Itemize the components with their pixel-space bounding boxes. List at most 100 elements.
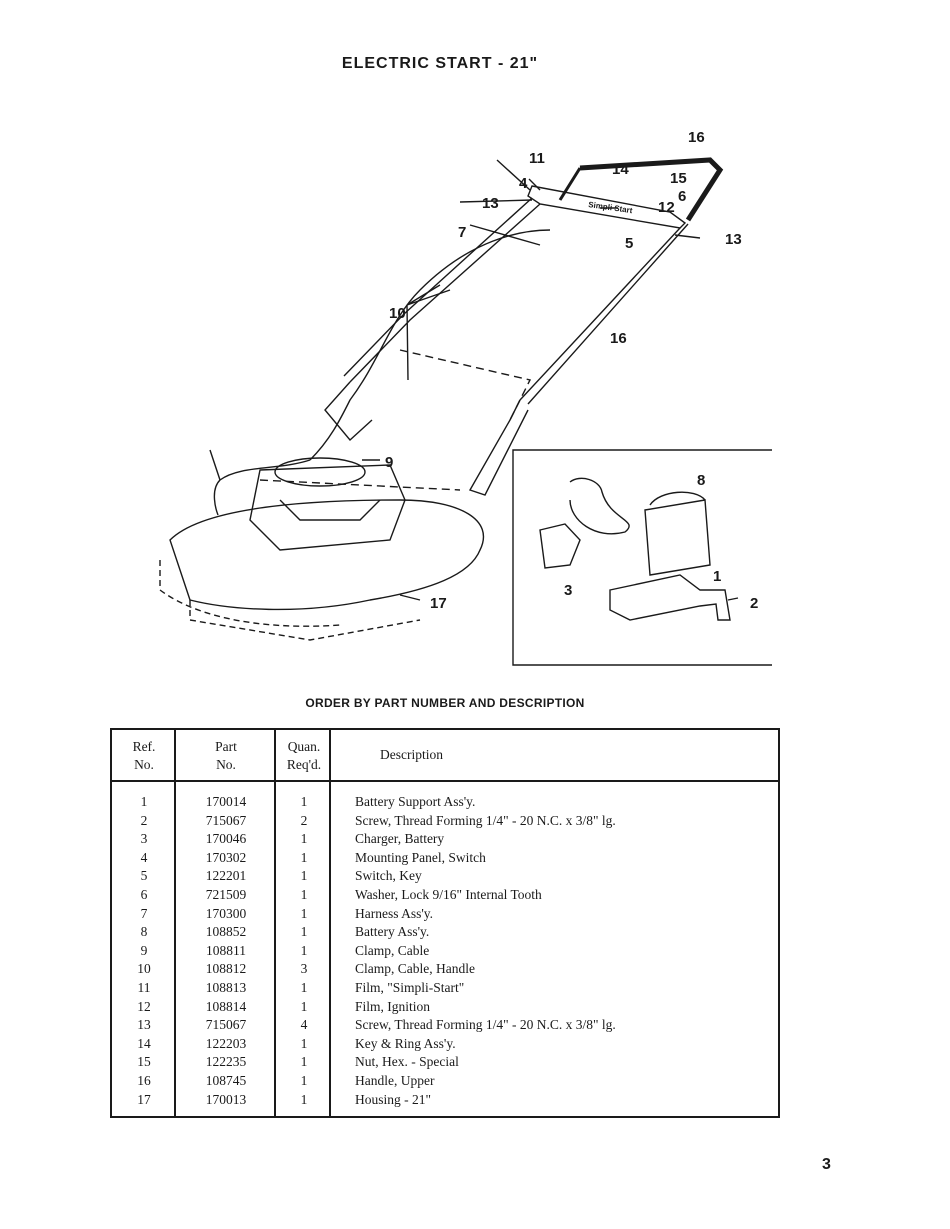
charger bbox=[539, 523, 581, 569]
description-cell: Clamp, Cable bbox=[355, 942, 430, 958]
col-qty-header: Quan. Req'd. bbox=[286, 739, 322, 772]
table-row: 4 170302 1 Mounting Panel, Switch bbox=[112, 850, 778, 869]
part-number-cell: 108745 bbox=[205, 1072, 247, 1088]
description-cell: Screw, Thread Forming 1/4" - 20 N.C. x 3… bbox=[355, 812, 616, 828]
callout-15: 15 bbox=[670, 170, 687, 187]
part-number-cell: 170013 bbox=[205, 1091, 247, 1107]
exploded-parts-diagram: Simpli Start 16 11 4 14 15 6 12 13 13 7 … bbox=[159, 129, 772, 666]
quantity-cell: 1 bbox=[300, 998, 308, 1014]
description-cell: Charger, Battery bbox=[355, 831, 445, 847]
quantity-cell: 1 bbox=[300, 849, 308, 865]
callout-11: 11 bbox=[529, 150, 545, 167]
mower-housing bbox=[169, 499, 485, 611]
description-cell: Nut, Hex. - Special bbox=[355, 1054, 459, 1070]
callout-16-lower: 16 bbox=[610, 330, 627, 347]
battery-support bbox=[609, 574, 731, 621]
quantity-cell: 4 bbox=[300, 1017, 308, 1033]
ref-cell: 13 bbox=[137, 1017, 151, 1033]
callout-13-right: 13 bbox=[725, 231, 742, 248]
description-cell: Film, Ignition bbox=[355, 998, 431, 1014]
callout-17: 17 bbox=[430, 595, 447, 612]
quantity-cell: 1 bbox=[300, 1054, 308, 1070]
part-number-cell: 170046 bbox=[205, 831, 247, 847]
callout-1: 1 bbox=[713, 568, 721, 585]
callout-14: 14 bbox=[612, 161, 629, 178]
quantity-cell: 3 bbox=[300, 961, 308, 977]
table-row: 1 170014 1 Battery Support Ass'y. bbox=[112, 794, 778, 813]
col-ref-header: Ref. No. bbox=[132, 739, 156, 772]
table-header: Ref. No. Part No. Quan. Req'd. Descripti… bbox=[112, 730, 778, 782]
col-desc-header: Description bbox=[380, 747, 443, 762]
table-row: 16 108745 1 Handle, Upper bbox=[112, 1073, 778, 1092]
quantity-cell: 1 bbox=[300, 831, 308, 847]
column-divider bbox=[274, 730, 276, 1116]
callout-6: 6 bbox=[678, 188, 686, 205]
callout-13-left: 13 bbox=[482, 195, 499, 212]
col-part-header: Part No. bbox=[215, 739, 237, 772]
description-cell: Harness Ass'y. bbox=[355, 905, 434, 921]
part-number-cell: 108852 bbox=[205, 924, 247, 940]
ref-cell: 1 bbox=[140, 794, 148, 809]
quantity-cell: 1 bbox=[300, 794, 308, 809]
ref-cell: 16 bbox=[137, 1072, 151, 1088]
parts-table: Ref. No. Part No. Quan. Req'd. Descripti… bbox=[110, 728, 780, 1118]
quantity-cell: 1 bbox=[300, 1035, 308, 1051]
table-row: 11 108813 1 Film, "Simpli-Start" bbox=[112, 980, 778, 999]
quantity-cell: 1 bbox=[300, 905, 308, 921]
ref-cell: 6 bbox=[140, 886, 148, 902]
quantity-cell: 1 bbox=[300, 1072, 308, 1088]
description-cell: Switch, Key bbox=[355, 868, 422, 884]
quantity-cell: 1 bbox=[300, 924, 308, 940]
callout-4: 4 bbox=[519, 175, 528, 192]
quantity-cell: 1 bbox=[300, 1091, 308, 1107]
part-number-cell: 108812 bbox=[205, 961, 247, 977]
ref-cell: 4 bbox=[140, 849, 148, 865]
table-row: 10 108812 3 Clamp, Cable, Handle bbox=[112, 961, 778, 980]
page-number: 3 bbox=[822, 1156, 831, 1173]
part-number-cell: 108813 bbox=[205, 979, 247, 995]
part-number-cell: 108811 bbox=[206, 942, 246, 958]
part-number-cell: 122203 bbox=[205, 1035, 247, 1051]
upper-handle bbox=[579, 157, 724, 222]
callout-3: 3 bbox=[564, 582, 572, 599]
table-heading: ORDER BY PART NUMBER AND DESCRIPTION bbox=[305, 696, 585, 710]
part-number-cell: 170014 bbox=[205, 794, 247, 809]
part-number-cell: 122201 bbox=[205, 868, 247, 884]
column-divider bbox=[329, 730, 331, 1116]
part-number-cell: 170302 bbox=[205, 849, 247, 865]
quantity-cell: 1 bbox=[300, 868, 308, 884]
page-title: ELECTRIC START - 21" bbox=[341, 55, 539, 72]
description-cell: Film, "Simpli-Start" bbox=[355, 979, 465, 995]
part-number-cell: 715067 bbox=[205, 1017, 247, 1033]
ref-cell: 15 bbox=[137, 1054, 151, 1070]
part-number-cell: 170300 bbox=[205, 905, 247, 921]
callout-12: 12 bbox=[658, 199, 675, 216]
ref-cell: 14 bbox=[137, 1035, 151, 1051]
quantity-cell: 1 bbox=[300, 886, 308, 902]
callout-10: 10 bbox=[389, 305, 406, 322]
quantity-cell: 1 bbox=[300, 979, 308, 995]
callout-2: 2 bbox=[750, 595, 758, 612]
ref-cell: 11 bbox=[137, 979, 151, 995]
callout-7: 7 bbox=[458, 224, 466, 241]
ref-cell: 12 bbox=[137, 998, 151, 1014]
description-cell: Washer, Lock 9/16" Internal Tooth bbox=[355, 886, 542, 902]
description-cell: Handle, Upper bbox=[355, 1072, 435, 1088]
description-cell: Battery Support Ass'y. bbox=[355, 794, 476, 809]
ref-cell: 10 bbox=[137, 961, 151, 977]
ref-cell: 9 bbox=[140, 942, 148, 958]
description-cell: Screw, Thread Forming 1/4" - 20 N.C. x 3… bbox=[355, 1017, 616, 1033]
description-cell: Clamp, Cable, Handle bbox=[355, 961, 475, 977]
ref-cell: 2 bbox=[140, 812, 148, 828]
table-row: 13 715067 4 Screw, Thread Forming 1/4" - 20… bbox=[112, 1017, 778, 1036]
description-cell: Mounting Panel, Switch bbox=[355, 849, 486, 865]
callout-9: 9 bbox=[385, 454, 393, 471]
